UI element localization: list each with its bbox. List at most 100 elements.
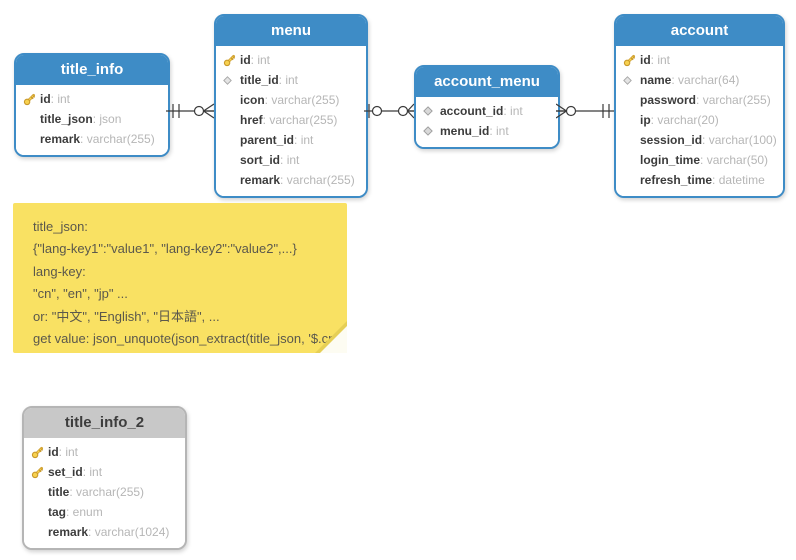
field-name: parent_id: [240, 133, 295, 147]
note-line: {"lang-key1":"value1", "lang-key2":"valu…: [33, 241, 297, 257]
field-name: sort_id: [240, 153, 281, 167]
relationship-account_menu-account[interactable]: [556, 97, 614, 125]
table-row[interactable]: titlevarchar(255): [24, 482, 185, 502]
field-type: int: [51, 92, 70, 106]
entity-table-title_info_2[interactable]: title_info_2 idint set_idint titlevarcha…: [22, 406, 187, 550]
table-row[interactable]: idint: [16, 89, 168, 109]
table-row[interactable]: set_idint: [24, 462, 185, 482]
crows-foot: [203, 103, 214, 119]
field-name: password: [640, 93, 697, 107]
diamond-icon: [423, 126, 440, 136]
field-type: varchar(255): [696, 93, 771, 107]
field-name: account_id: [440, 104, 504, 118]
table-header[interactable]: title_info_2: [24, 408, 185, 438]
cardinality-circle: [371, 105, 383, 117]
crows-foot: [556, 103, 567, 119]
field-name: remark: [40, 132, 81, 146]
table-row[interactable]: passwordvarchar(255): [616, 90, 783, 110]
cardinality-circle: [193, 105, 205, 117]
field-type: varchar(1024): [88, 525, 170, 539]
field-type: varchar(20): [651, 113, 718, 127]
field-type: int: [279, 73, 298, 87]
field-type: int: [59, 445, 78, 459]
field-type: int: [83, 465, 102, 479]
diamond-icon: [423, 106, 440, 116]
field-type: int: [489, 124, 509, 138]
field-type: varchar(255): [280, 173, 355, 187]
table-row[interactable]: idint: [616, 50, 783, 70]
field-name: title_id: [240, 73, 279, 87]
table-row[interactable]: parent_idint: [216, 130, 366, 150]
table-header[interactable]: account: [616, 16, 783, 46]
field-name: remark: [240, 173, 281, 187]
field-type: varchar(64): [671, 73, 739, 87]
table-row[interactable]: idint: [216, 50, 366, 70]
diamond-icon: [623, 75, 640, 85]
table-header[interactable]: menu: [216, 16, 366, 46]
field-type: varchar(255): [69, 485, 144, 499]
key-icon: [223, 54, 240, 67]
table-row[interactable]: remarkvarchar(255): [216, 170, 366, 190]
table-row[interactable]: hrefvarchar(255): [216, 110, 366, 130]
field-type: varchar(100): [702, 133, 777, 147]
field-name: tag: [48, 505, 66, 519]
entity-table-title_info[interactable]: title_info idint title_jsonjson remarkva…: [14, 53, 170, 157]
table-row[interactable]: ipvarchar(20): [616, 110, 783, 130]
table-row[interactable]: title_idint: [216, 70, 366, 90]
table-body: idint set_idint titlevarchar(255) tagenu…: [24, 438, 185, 548]
diamond-icon: [223, 75, 240, 85]
table-row[interactable]: sort_idint: [216, 150, 366, 170]
table-header[interactable]: title_info: [16, 55, 168, 85]
field-name: menu_id: [440, 124, 490, 138]
field-name: id: [240, 53, 251, 67]
table-row[interactable]: refresh_timedatetime: [616, 170, 783, 190]
table-row[interactable]: menu_idint: [416, 121, 558, 141]
field-type: int: [503, 104, 523, 118]
note-line: or: "中文", "English", "日本語", ...: [33, 308, 220, 324]
field-type: int: [280, 153, 300, 167]
field-type: int: [251, 53, 270, 67]
entity-table-account_menu[interactable]: account_menu account_idint menu_idint: [414, 65, 560, 149]
entity-table-account[interactable]: account idint namevarchar(64) passwordva…: [614, 14, 785, 198]
field-type: int: [294, 133, 314, 147]
field-name: id: [48, 445, 59, 459]
field-type: varchar(255): [265, 93, 339, 107]
relationship-title_info-menu[interactable]: [166, 97, 214, 125]
table-body: idint title_jsonjson remarkvarchar(255): [16, 85, 168, 155]
table-row[interactable]: session_idvarchar(100): [616, 130, 783, 150]
note-line: lang-key:: [33, 263, 86, 279]
field-name: login_time: [640, 153, 701, 167]
field-name: session_id: [640, 133, 703, 147]
field-type: json: [93, 112, 121, 126]
table-row[interactable]: remarkvarchar(255): [16, 129, 168, 149]
table-row[interactable]: remarkvarchar(1024): [24, 522, 185, 542]
field-type: int: [651, 53, 670, 67]
relationship-menu-account_menu[interactable]: [364, 97, 414, 125]
key-icon: [23, 93, 40, 106]
table-row[interactable]: account_idint: [416, 101, 558, 121]
sticky-note-text: title_json: {"lang-key1":"value1", "lang…: [13, 203, 347, 350]
cardinality-circle: [565, 105, 577, 117]
field-name: title: [48, 485, 70, 499]
table-row[interactable]: tagenum: [24, 502, 185, 522]
table-body: idint title_idint iconvarchar(255) hrefv…: [216, 46, 366, 196]
table-body: idint namevarchar(64) passwordvarchar(25…: [616, 46, 783, 196]
note-line: "cn", "en", "jp" ...: [33, 286, 128, 302]
field-type: varchar(255): [80, 132, 155, 146]
entity-table-menu[interactable]: menu idint title_idint iconvarchar(255) …: [214, 14, 368, 198]
field-type: datetime: [712, 173, 765, 187]
table-body: account_idint menu_idint: [416, 97, 558, 147]
note-line: get value: json_unquote(json_extract(tit…: [33, 331, 343, 347]
table-row[interactable]: idint: [24, 442, 185, 462]
table-row[interactable]: login_timevarchar(50): [616, 150, 783, 170]
key-icon: [623, 54, 640, 67]
key-icon: [31, 446, 48, 459]
field-type: enum: [66, 505, 103, 519]
table-header[interactable]: account_menu: [416, 67, 558, 97]
table-row[interactable]: namevarchar(64): [616, 70, 783, 90]
table-row[interactable]: title_jsonjson: [16, 109, 168, 129]
field-name: href: [240, 113, 263, 127]
sticky-note[interactable]: title_json: {"lang-key1":"value1", "lang…: [13, 203, 347, 353]
field-name: ip: [640, 113, 651, 127]
table-row[interactable]: iconvarchar(255): [216, 90, 366, 110]
